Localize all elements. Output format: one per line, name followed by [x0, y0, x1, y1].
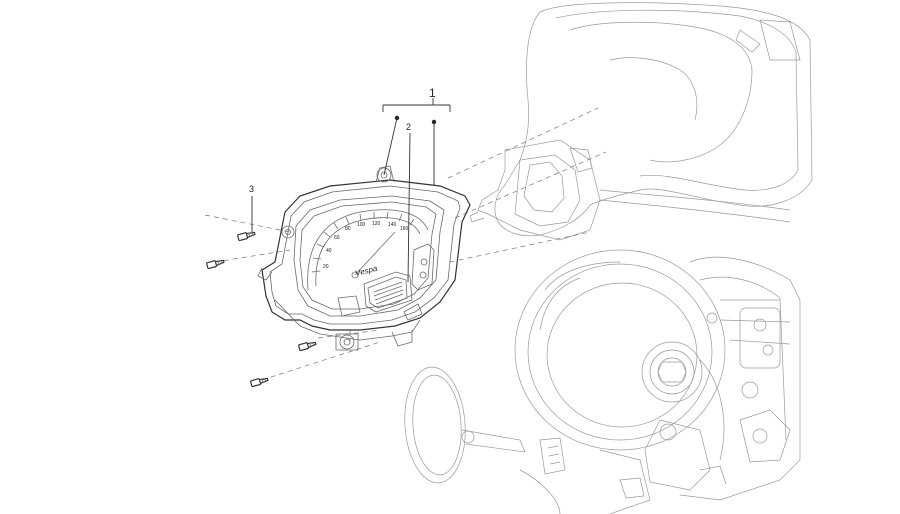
callout-leaders	[251, 98, 451, 283]
svg-text:160: 160	[400, 226, 409, 232]
headlamp-assembly	[514, 249, 801, 514]
svg-text:60: 60	[334, 235, 340, 241]
callout-1: 1	[429, 86, 436, 100]
svg-text:40: 40	[326, 248, 332, 254]
screw-icon	[250, 377, 269, 388]
screw-icon	[237, 231, 256, 242]
svg-text:100: 100	[357, 222, 366, 228]
svg-text:20: 20	[323, 264, 329, 270]
callout-2: 2	[406, 122, 411, 132]
svg-text:120: 120	[372, 221, 381, 227]
lcd-display	[363, 271, 413, 313]
screw-icon	[298, 341, 317, 352]
rear-mirror	[404, 366, 526, 484]
svg-text:140: 140	[388, 222, 397, 228]
vespa-logo: Vespa	[354, 264, 378, 278]
instrument-cluster: 20 40 60 80 100 120 140 160 Vespa	[257, 165, 471, 351]
screws	[206, 231, 317, 388]
projection-lines	[204, 107, 607, 381]
screw-icon	[206, 259, 225, 270]
callout-3: 3	[249, 184, 254, 194]
handlebar-body	[469, 2, 813, 241]
svg-text:80: 80	[345, 226, 351, 232]
